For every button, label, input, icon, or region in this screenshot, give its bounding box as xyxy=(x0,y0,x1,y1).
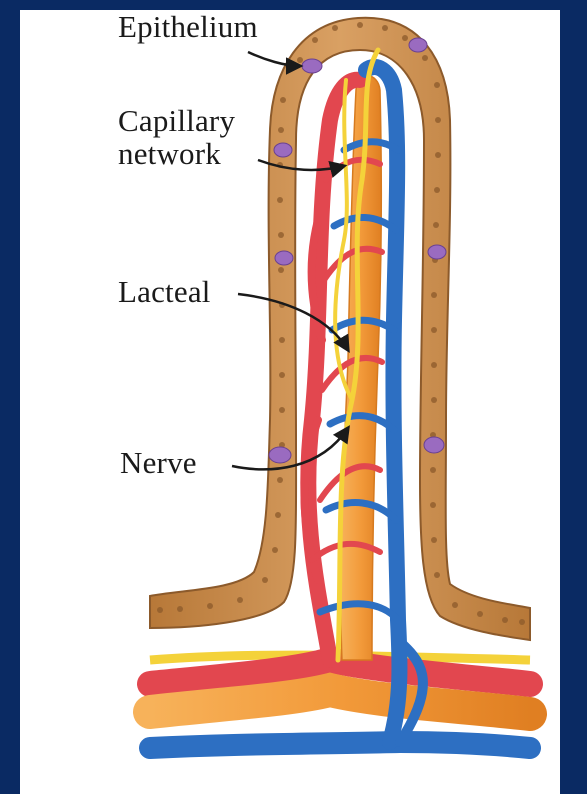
epithelium-label: Epithelium xyxy=(118,10,258,43)
vein-base xyxy=(150,742,530,748)
lacteal-label: Lacteal xyxy=(118,275,211,308)
capillary-network-label: Capillary network xyxy=(118,104,268,171)
nerve-label: Nerve xyxy=(120,446,197,479)
lacteal-base xyxy=(150,690,530,714)
